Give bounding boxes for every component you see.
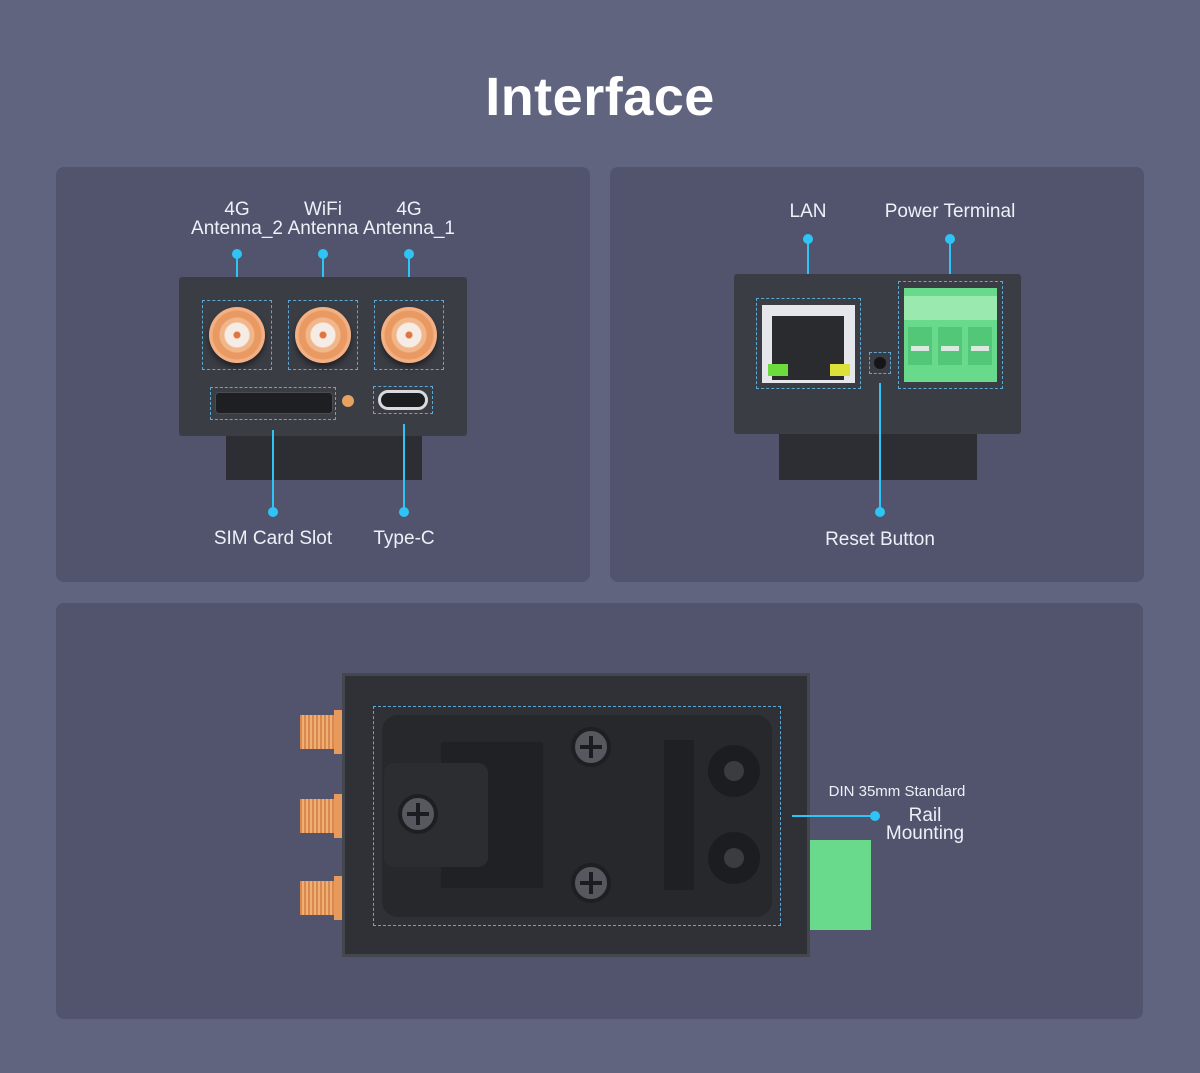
lan-activity-led-yellow: [830, 364, 850, 376]
screw-icon: [571, 863, 611, 903]
device-din-base: [226, 436, 422, 480]
callout-dot: [404, 249, 414, 259]
power-terminal-side: [810, 840, 871, 930]
label-4g-antenna-2: 4G Antenna_2: [191, 199, 283, 239]
power-terminal-top: [904, 296, 997, 320]
label-rail: Rail: [908, 805, 942, 826]
callout-line: [792, 815, 874, 817]
antenna-nut: [334, 794, 342, 838]
label-sim-card-slot: SIM Card Slot: [213, 528, 333, 549]
lan-link-led-green: [768, 364, 788, 376]
antenna-2-highlight: [202, 300, 272, 370]
label-type-c: Type-C: [373, 528, 435, 549]
mounting-hole-icon: [708, 745, 760, 797]
callout-dot: [318, 249, 328, 259]
mounting-hole-icon: [708, 832, 760, 884]
callout-line: [879, 383, 881, 511]
callout-dot: [803, 234, 813, 244]
reset-button-icon: [874, 357, 886, 369]
label-4g-antenna-1: 4G Antenna_1: [363, 199, 455, 239]
page-title: Interface: [485, 67, 715, 127]
callout-line: [236, 255, 238, 291]
label-wifi-antenna: WiFi Antenna: [287, 199, 359, 239]
terminal-pin: [941, 346, 959, 351]
terminal-pin: [911, 346, 929, 351]
antenna-nut: [334, 876, 342, 920]
callout-dot: [870, 811, 880, 821]
reset-button-highlight: [869, 352, 891, 374]
wifi-antenna-highlight: [288, 300, 358, 370]
type-c-highlight: [373, 386, 433, 414]
din-rail-hook: [664, 740, 694, 890]
callout-line: [322, 255, 324, 291]
label-reset-button: Reset Button: [825, 529, 935, 550]
label-din-standard: DIN 35mm Standard: [828, 783, 966, 800]
callout-dot: [232, 249, 242, 259]
label-mounting: Mounting: [885, 823, 965, 844]
callout-line: [408, 255, 410, 291]
screw-icon: [398, 794, 438, 834]
label-power-terminal: Power Terminal: [884, 201, 1016, 222]
sma-connector-icon: [295, 307, 351, 363]
power-terminal-highlight: [898, 281, 1003, 389]
device-din-base: [779, 434, 977, 480]
antenna-thread-icon: [300, 715, 336, 749]
label-lan: LAN: [789, 201, 827, 222]
antenna-1-highlight: [374, 300, 444, 370]
sma-connector-icon: [381, 307, 437, 363]
sma-connector-icon: [209, 307, 265, 363]
callout-line: [272, 430, 274, 510]
antenna-nut: [334, 710, 342, 754]
antenna-thread-icon: [300, 799, 336, 833]
callout-line: [403, 424, 405, 510]
status-led-icon: [342, 395, 354, 407]
usb-type-c-port-icon: [378, 390, 428, 410]
antenna-thread-icon: [300, 881, 336, 915]
callout-line: [807, 240, 809, 290]
din-rail-highlight: [373, 706, 781, 926]
callout-dot: [945, 234, 955, 244]
callout-line: [949, 240, 951, 274]
sim-slot-highlight: [210, 387, 336, 420]
sim-card-slot-icon: [215, 392, 333, 414]
screw-icon: [571, 727, 611, 767]
callout-dot: [268, 507, 278, 517]
callout-dot: [875, 507, 885, 517]
lan-highlight: [756, 298, 861, 389]
terminal-pin: [971, 346, 989, 351]
callout-dot: [399, 507, 409, 517]
